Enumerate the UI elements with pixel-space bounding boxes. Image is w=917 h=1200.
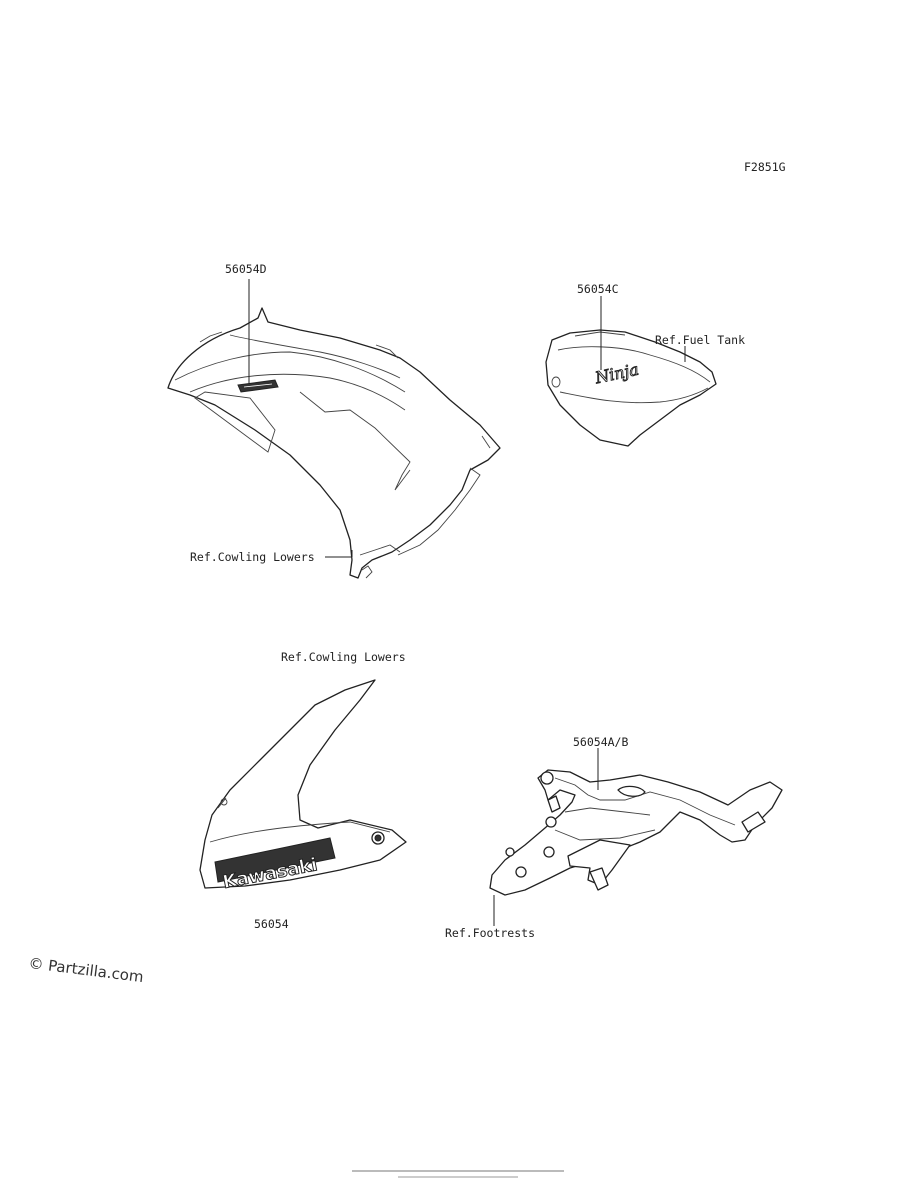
ref-cowling-lowers-bottom: Ref.Cowling Lowers xyxy=(281,650,406,664)
figure-code: F2851G xyxy=(744,160,786,174)
watermark: © Partzilla.com xyxy=(28,954,145,986)
cowling-side-panel xyxy=(167,307,501,579)
ref-footrests: Ref.Footrests xyxy=(445,926,535,940)
footer-fine-print xyxy=(352,1170,564,1178)
cowling-emblem-decal xyxy=(237,379,279,393)
label-56054D: 56054D xyxy=(225,262,267,276)
footrest-bracket xyxy=(489,769,783,896)
label-56054: 56054 xyxy=(254,917,289,931)
label-56054C: 56054C xyxy=(577,282,619,296)
label-56054AB: 56054A/B xyxy=(573,735,628,749)
fuel-tank-panel xyxy=(545,329,717,447)
ref-cowling-lowers-top: Ref.Cowling Lowers xyxy=(190,550,315,564)
cowling-lower-panel xyxy=(199,679,407,889)
ref-fuel-tank: Ref.Fuel Tank xyxy=(655,333,745,347)
